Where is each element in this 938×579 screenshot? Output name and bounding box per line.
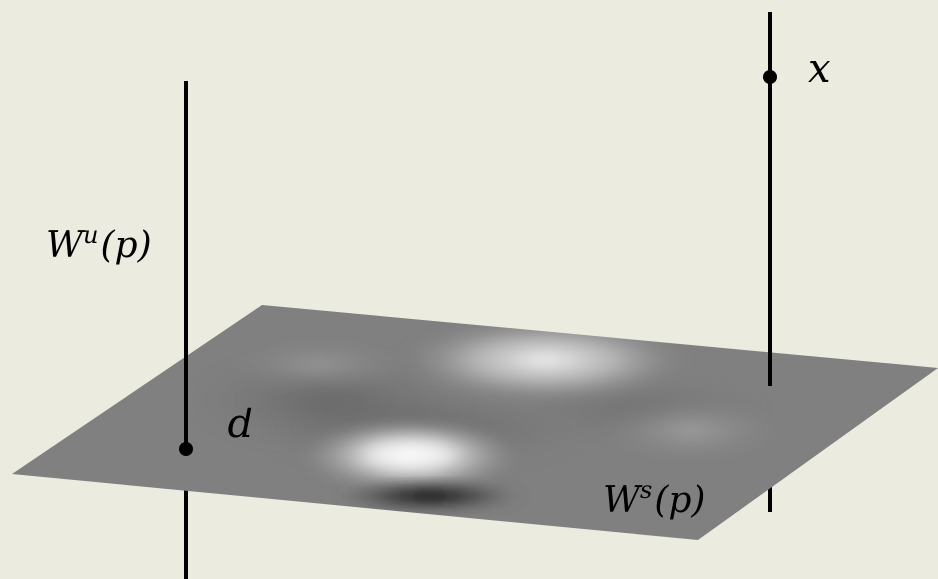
point-p-label: p [227,406,253,452]
point-x-marker [763,70,777,84]
point-p-marker [179,442,193,456]
stable-manifold-surface [12,305,938,540]
point-x-label: x [808,46,831,92]
stable-manifold-label: Ws(p) [603,476,705,521]
unstable-manifold-label: Wu(p) [46,221,152,266]
